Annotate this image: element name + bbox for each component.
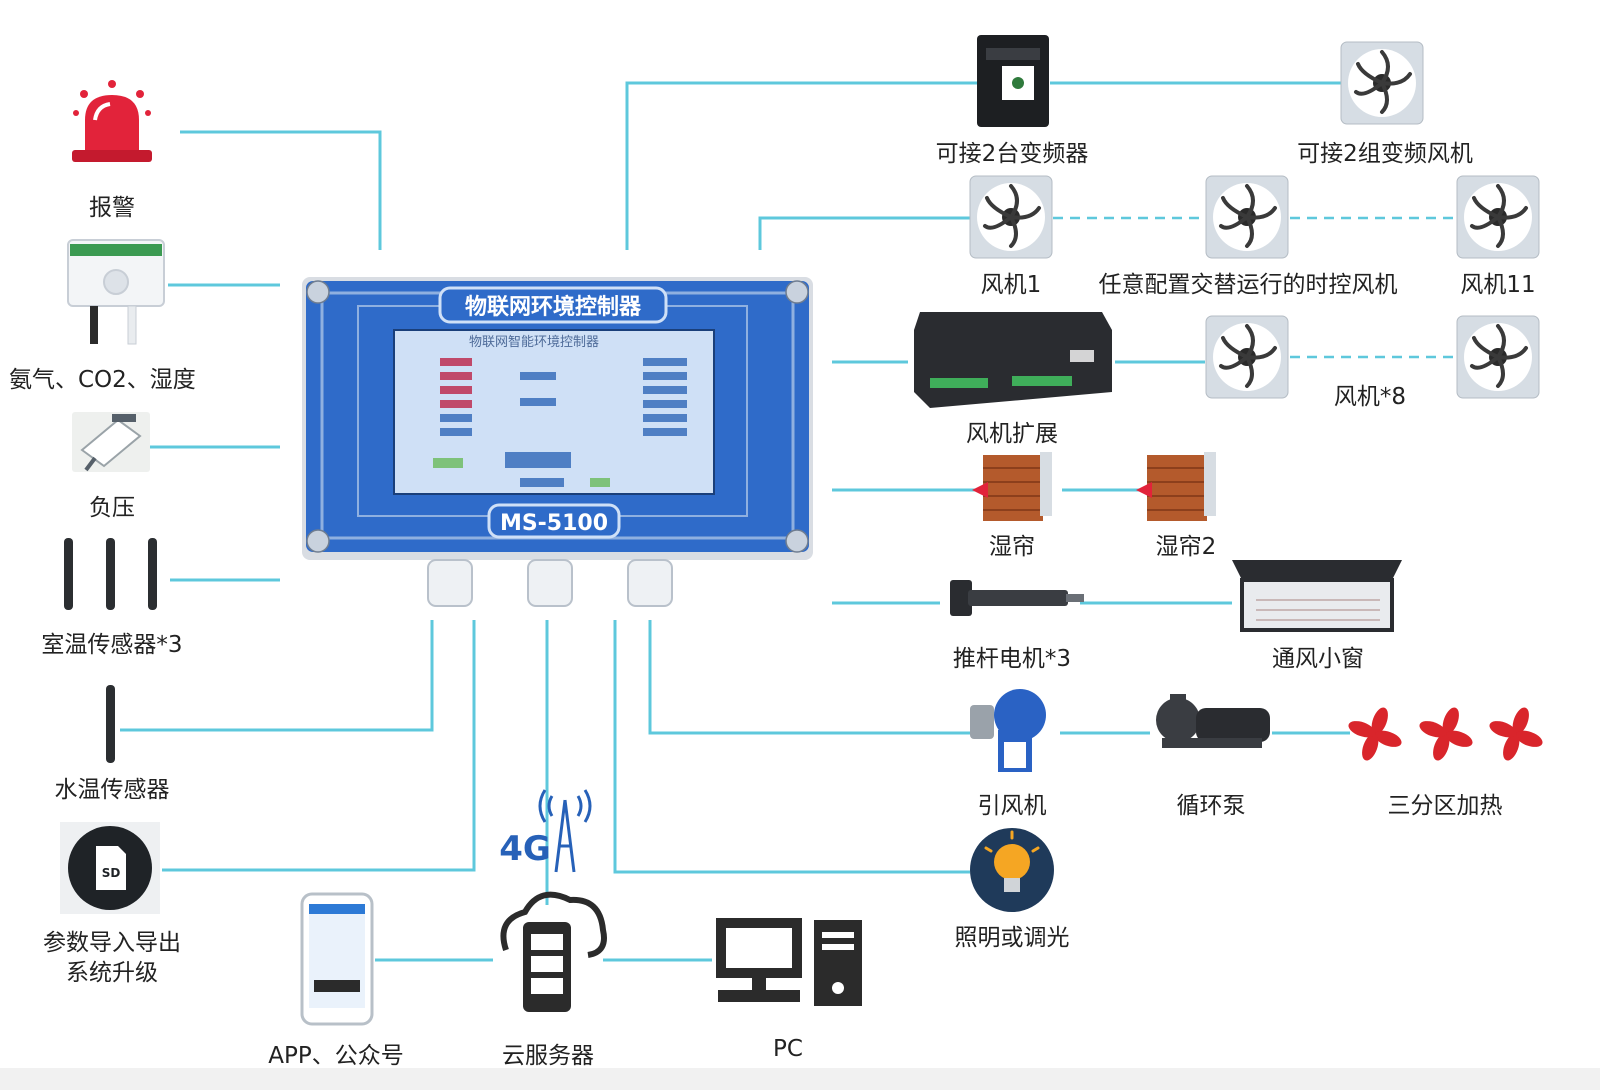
label-inverter: 可接2台变频器 — [935, 141, 1089, 167]
bottom-stripe — [0, 1068, 1600, 1090]
label-fan11: 风机11 — [1460, 272, 1536, 298]
label-fans-x8: 风机*8 — [1333, 384, 1407, 410]
label-wet-curtain2: 湿帘2 — [1155, 534, 1217, 560]
phone-app-icon — [300, 892, 374, 1026]
blower-icon — [970, 689, 1046, 772]
screen-fields — [433, 358, 687, 487]
fanx8-icon-a — [1205, 315, 1289, 399]
label-vfd-fan: 可接2组变频风机 — [1297, 141, 1473, 167]
label-blower: 引风机 — [977, 793, 1047, 819]
heater-icon-c — [1489, 707, 1543, 761]
line-blower — [648, 620, 970, 735]
sd-card-icon: SD — [60, 822, 160, 914]
water-temp-sensor-icon — [106, 685, 115, 763]
timed-fan-icon — [1205, 175, 1289, 259]
cloud-server-icon — [500, 891, 607, 1012]
label-lighting: 照明或调光 — [954, 925, 1070, 951]
label-pc: PC — [773, 1036, 803, 1062]
antenna-4g-icon: 4G — [499, 789, 592, 873]
label-fan1: 风机1 — [980, 272, 1042, 298]
label-circulation-pump: 循环泵 — [1176, 793, 1246, 819]
alarm-icon — [72, 80, 152, 162]
actuator-icon — [950, 580, 1084, 616]
connection-lines — [120, 81, 1350, 962]
circulation-pump-icon — [1156, 694, 1270, 748]
label-vent-window: 通风小窗 — [1272, 646, 1364, 672]
label-sd-line1: 参数导入导出 — [43, 930, 181, 956]
line-inverter — [625, 81, 980, 250]
controller-model: MS-5100 — [500, 511, 608, 536]
line-fan1 — [758, 216, 970, 250]
fan11-icon — [1456, 175, 1540, 259]
pressure-sensor-icon — [72, 412, 150, 472]
vfd-fan-icon — [1340, 41, 1424, 125]
cable-glands — [427, 559, 673, 607]
gas-sensor-icon — [67, 239, 165, 345]
fan-expansion-icon — [914, 312, 1112, 408]
label-water-temp: 水温传感器 — [54, 777, 170, 803]
vent-window-icon — [1232, 560, 1402, 632]
dashed-lines — [1053, 216, 1457, 359]
fanx8-icon-b — [1456, 315, 1540, 399]
pc-icon — [716, 918, 862, 1006]
svg-text:SD: SD — [102, 866, 121, 880]
screws — [306, 280, 809, 553]
network-badge: 4G — [499, 829, 551, 869]
label-wet-curtain: 湿帘 — [989, 534, 1035, 560]
inverter-icon — [977, 35, 1049, 127]
label-negative-pressure: 负压 — [89, 495, 135, 521]
line-alarm — [180, 130, 382, 250]
label-alarm: 报警 — [89, 195, 135, 221]
controller-title: 物联网环境控制器 — [465, 294, 642, 320]
wet-curtain2-icon — [1136, 452, 1216, 521]
screen-title: 物联网智能环境控制器 — [469, 335, 599, 350]
label-zone-heating: 三分区加热 — [1387, 793, 1503, 819]
room-temp-sensors-icon — [64, 538, 157, 610]
label-gas-sensor: 氨气、CO2、湿度 — [9, 367, 196, 393]
label-sd-line2: 系统升级 — [66, 960, 158, 986]
wet-curtain-icon — [972, 452, 1052, 521]
line-sd — [162, 620, 476, 872]
label-fan-expansion: 风机扩展 — [966, 421, 1058, 447]
heater-icon-b — [1419, 707, 1473, 761]
controller-screen — [393, 329, 715, 495]
label-app: APP、公众号 — [268, 1043, 404, 1069]
label-actuator: 推杆电机*3 — [952, 646, 1072, 672]
heater-icon-a — [1348, 707, 1402, 761]
label-cloud: 云服务器 — [502, 1043, 594, 1069]
lightbulb-icon — [970, 828, 1054, 912]
fan1-icon — [969, 175, 1053, 259]
line-watertemp — [120, 620, 434, 732]
controller-box: 物联网环境控制器 MS-5100 物联网智能环境控制器 — [302, 277, 813, 607]
label-timed-fans: 任意配置交替运行的时控风机 — [1098, 272, 1398, 298]
line-lighting — [613, 620, 970, 874]
label-room-temp: 室温传感器*3 — [41, 632, 183, 658]
